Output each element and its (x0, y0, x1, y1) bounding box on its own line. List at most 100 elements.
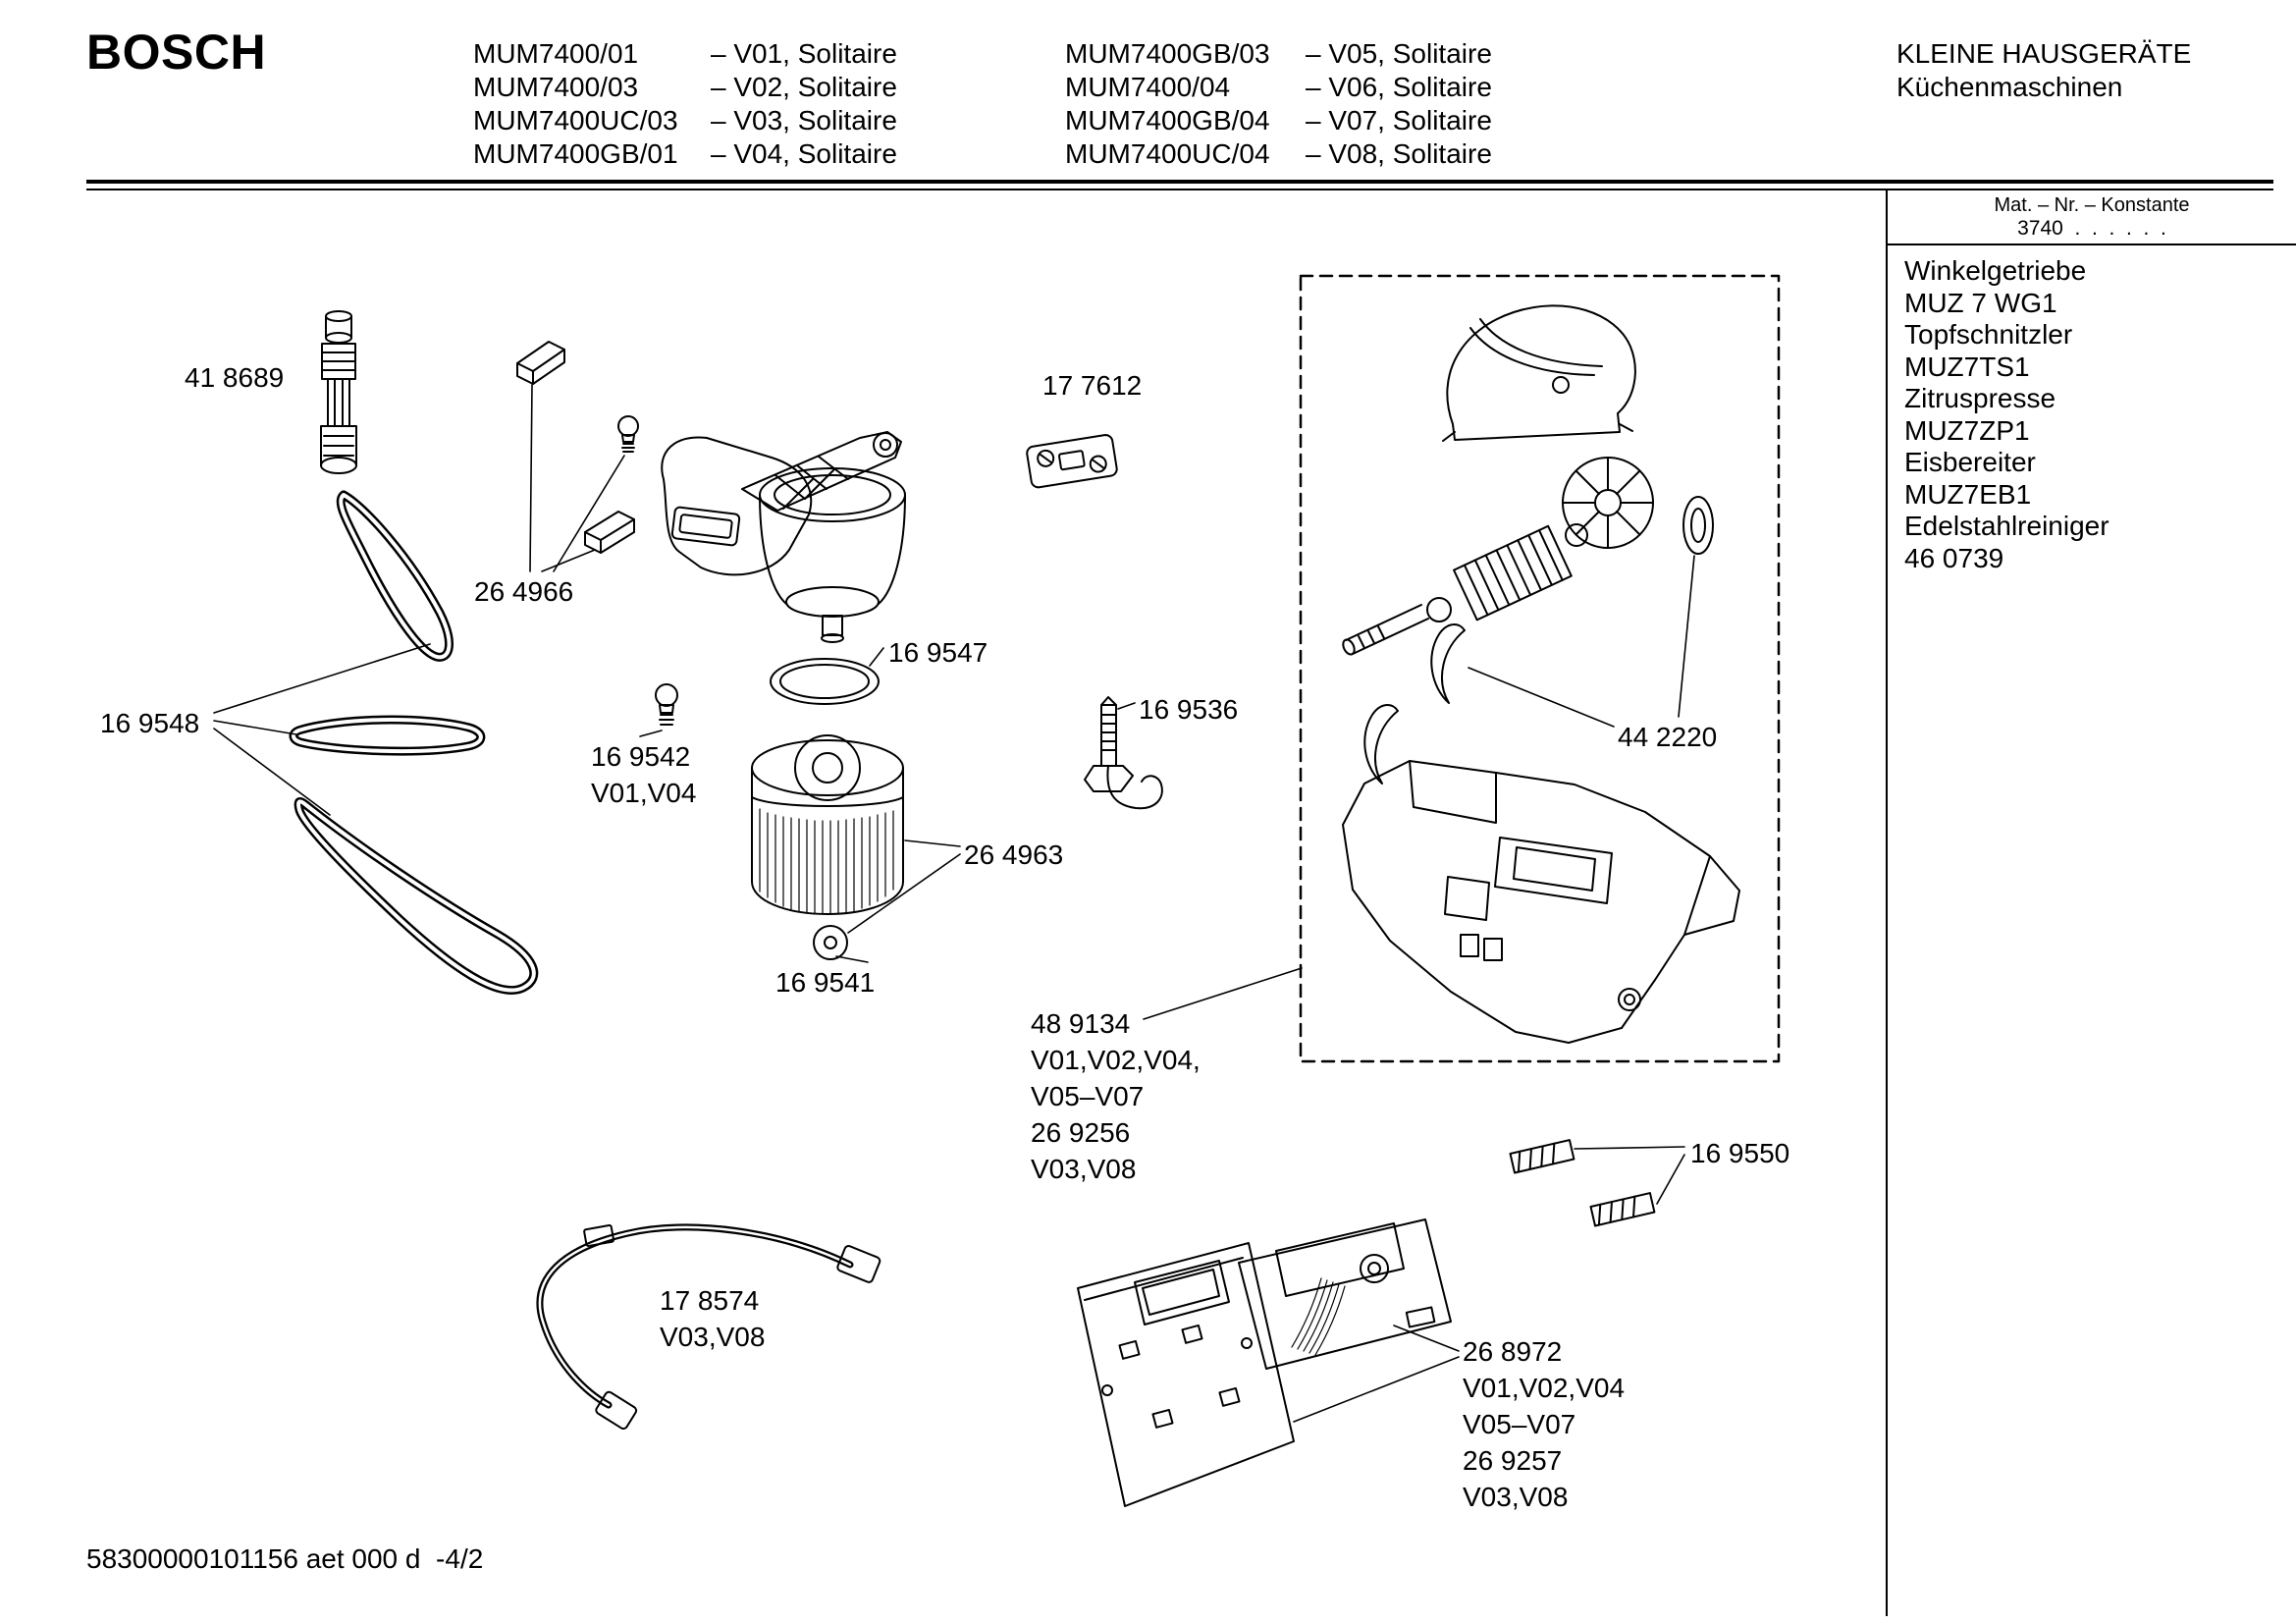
leader-line (869, 647, 884, 667)
mat-nr-label: Mat. – Nr. – Konstante (1994, 194, 2190, 216)
part-screw-16-9542 (655, 683, 678, 726)
leader-line (1143, 967, 1303, 1020)
sidebar-rule (1888, 243, 2296, 245)
part-number: 16 9542 (591, 741, 691, 772)
part-number: 17 8574 (660, 1285, 760, 1316)
part-seal-ring-16-9547 (770, 658, 880, 705)
callout-16-9541: 16 9541 (775, 967, 876, 998)
callout-16-9542: 16 9542 V01,V04 (591, 738, 696, 811)
part-rotor-26-4963 (751, 734, 904, 915)
callout-44-2220: 44 2220 (1618, 722, 1718, 752)
leader-line (1293, 1356, 1460, 1423)
model-variant: – V02, Solitaire (711, 72, 897, 102)
model-row: MUM7400UC/03 – V03, Solitaire (473, 104, 897, 137)
leader-line (639, 730, 663, 737)
leader-line (1393, 1325, 1460, 1352)
model-variant: – V04, Solitaire (711, 138, 897, 169)
leader-line (529, 384, 533, 572)
callout-17-7612: 17 7612 (1042, 370, 1143, 401)
callout-48-9134: 48 9134 V01,V02,V04, V05–V07 26 9256 V03… (1031, 1005, 1201, 1187)
accessory-item: Edelstahlreiniger (1904, 511, 2109, 541)
callout-26-8972: 26 8972 V01,V02,V04 V05–V07 26 9257 V03,… (1463, 1333, 1625, 1515)
header-rule-thin (86, 189, 2273, 190)
brand-logo: BOSCH (86, 25, 267, 80)
leader-line (1678, 555, 1695, 718)
model-name: MUM7400GB/04 (1065, 105, 1270, 135)
leader-line (904, 839, 961, 847)
model-variant: – V05, Solitaire (1306, 38, 1492, 69)
sidebar-divider-line (1886, 190, 1888, 1616)
accessory-item: Winkelgetriebe (1904, 255, 2087, 286)
part-covers-16-9550 (1509, 1139, 1656, 1227)
part-number: 26 8972 (1463, 1336, 1563, 1367)
accessory-list: Winkelgetriebe MUZ 7 WG1 Topfschnitzler … (1904, 255, 2109, 574)
leader-lines (213, 384, 1695, 1423)
model-name: MUM7400/03 (473, 72, 639, 102)
model-list-column-2: MUM7400GB/03 – V05, Solitaire MUM7400/04… (1065, 37, 1492, 171)
variant-note: V05–V07 (1463, 1409, 1576, 1439)
model-variant: – V06, Solitaire (1306, 72, 1492, 102)
model-variant: – V08, Solitaire (1306, 138, 1492, 169)
accessory-item: Zitruspresse (1904, 383, 2056, 413)
callout-16-9548: 16 9548 (100, 708, 200, 738)
department-block: KLEINE HAUSGERÄTE Küchenmaschinen (1896, 37, 2191, 104)
variant-note: V01,V02,V04 (1463, 1373, 1626, 1403)
part-belt-set-16-9548 (289, 490, 539, 995)
department-subtitle: Küchenmaschinen (1896, 72, 2123, 102)
document-number: 58300000101156 aet 000 d -4/2 (86, 1543, 484, 1574)
accessory-item: MUZ7TS1 (1904, 351, 2030, 382)
part-clutch-crescents (1363, 623, 1466, 784)
part-drive-housing (661, 431, 906, 643)
part-coupler-41-8689 (320, 310, 357, 474)
header-rule-thick (86, 180, 2273, 184)
callout-17-8574: 17 8574 V03,V08 (660, 1282, 765, 1355)
accessory-item: MUZ 7 WG1 (1904, 287, 2057, 318)
model-variant: – V03, Solitaire (711, 105, 897, 135)
leader-line (213, 728, 331, 816)
leader-line (835, 955, 869, 963)
model-variant: – V07, Solitaire (1306, 105, 1492, 135)
department-title: KLEINE HAUSGERÄTE (1896, 38, 2192, 69)
model-row: MUM7400/03 – V02, Solitaire (473, 71, 897, 104)
model-row: MUM7400GB/01 – V04, Solitaire (473, 137, 897, 171)
part-number: 48 9134 (1031, 1008, 1131, 1039)
part-number: 26 9256 (1031, 1117, 1131, 1148)
attachment-group-frame (1299, 274, 1781, 1063)
callout-26-4966: 26 4966 (474, 576, 574, 607)
model-row: MUM7400GB/03 – V05, Solitaire (1065, 37, 1492, 71)
part-gear-cover (1442, 304, 1636, 442)
model-variant: – V01, Solitaire (711, 38, 897, 69)
accessory-item: 46 0739 (1904, 542, 2004, 573)
variant-note: V05–V07 (1031, 1081, 1145, 1111)
mat-nr-value: 3740 . . . . . . (2017, 217, 2166, 240)
model-row: MUM7400/01 – V01, Solitaire (473, 37, 897, 71)
variant-note: V03,V08 (660, 1322, 766, 1352)
leader-line (1656, 1154, 1685, 1205)
accessory-item: Eisbereiter (1904, 447, 2036, 477)
variant-note: V03,V08 (1031, 1154, 1137, 1184)
variant-note: V01,V02,V04, (1031, 1045, 1201, 1075)
part-gear-housing-44-2220 (1342, 760, 1740, 1044)
leader-line (213, 720, 297, 735)
model-name: MUM7400GB/03 (1065, 38, 1270, 69)
callout-41-8689: 41 8689 (185, 362, 285, 393)
part-screw-small (617, 415, 639, 453)
part-bracket-16-9536 (1084, 696, 1163, 810)
callout-26-4963: 26 4963 (964, 839, 1064, 870)
leader-line (847, 853, 961, 934)
leader-line (213, 643, 431, 714)
part-clips-26-4966 (516, 341, 635, 554)
model-row: MUM7400UC/04 – V08, Solitaire (1065, 137, 1492, 171)
part-control-module-26-8972 (1077, 1218, 1452, 1507)
part-armature (1342, 457, 1714, 656)
model-name: MUM7400/04 (1065, 72, 1231, 102)
callout-16-9550: 16 9550 (1690, 1138, 1790, 1168)
variant-note: V03,V08 (1463, 1482, 1569, 1512)
accessory-item: MUZ7EB1 (1904, 478, 2032, 510)
accessory-item: Topfschnitzler (1904, 319, 2073, 350)
leader-line (1117, 702, 1136, 710)
model-name: MUM7400UC/03 (473, 105, 678, 135)
accessory-item: MUZ7ZP1 (1904, 414, 2030, 446)
part-washer-16-9541 (813, 925, 848, 960)
